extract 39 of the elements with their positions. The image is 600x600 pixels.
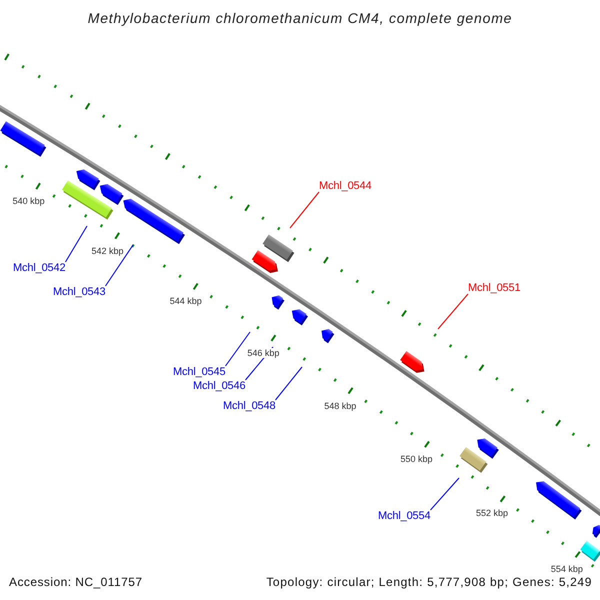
- leader-line: [438, 294, 468, 330]
- leader-line: [104, 244, 134, 286]
- gene-label: Mchl_0545: [173, 366, 226, 378]
- scale-label: 554 kbp: [550, 564, 583, 574]
- genome-stats-text: Topology: circular; Length: 5,777,908 bp; Genes: 5,249: [266, 575, 592, 589]
- gene-block: [580, 540, 600, 562]
- scale-label: 552 kbp: [476, 508, 508, 518]
- gene-block: [592, 524, 600, 538]
- gene-label: Mchl_0551: [468, 282, 520, 294]
- gene-label: Mchl_0554: [378, 510, 430, 522]
- gene-block: [272, 295, 284, 310]
- gene-label: Mchl_0543: [53, 286, 106, 298]
- gene-block: [292, 309, 308, 326]
- gene-block: [123, 198, 185, 244]
- gene-label: Mchl_0544: [319, 180, 372, 192]
- scale-label: 542 kbp: [92, 246, 124, 256]
- gene-block: [252, 250, 278, 273]
- gene-block: [460, 447, 488, 473]
- scale-label: 544 kbp: [170, 296, 202, 306]
- gene-block: [536, 481, 582, 520]
- scale-label: 550 kbp: [400, 454, 433, 464]
- gene-block: [400, 350, 424, 373]
- gene-label: Mchl_0546: [193, 380, 246, 392]
- gene-label: Mchl_0548: [223, 400, 276, 412]
- gene-block: [322, 329, 334, 344]
- map-title: Methylobacterium chloromethanicum CM4, complete genome: [88, 10, 512, 26]
- scale-label: 546 kbp: [247, 348, 280, 358]
- gene-block: [76, 169, 100, 190]
- leader-line: [224, 332, 250, 366]
- scale-label: 540 kbp: [12, 196, 45, 206]
- leader-line: [430, 478, 460, 510]
- gene-label: Mchl_0542: [13, 262, 66, 274]
- accession-text: Accession: NC_011757: [9, 575, 143, 589]
- gene-block: [0, 121, 46, 157]
- leader-line: [274, 366, 302, 400]
- leader-line: [290, 192, 320, 228]
- gene-block: [477, 438, 499, 459]
- scale-label: 548 kbp: [324, 400, 356, 411]
- gene-block: [100, 184, 124, 205]
